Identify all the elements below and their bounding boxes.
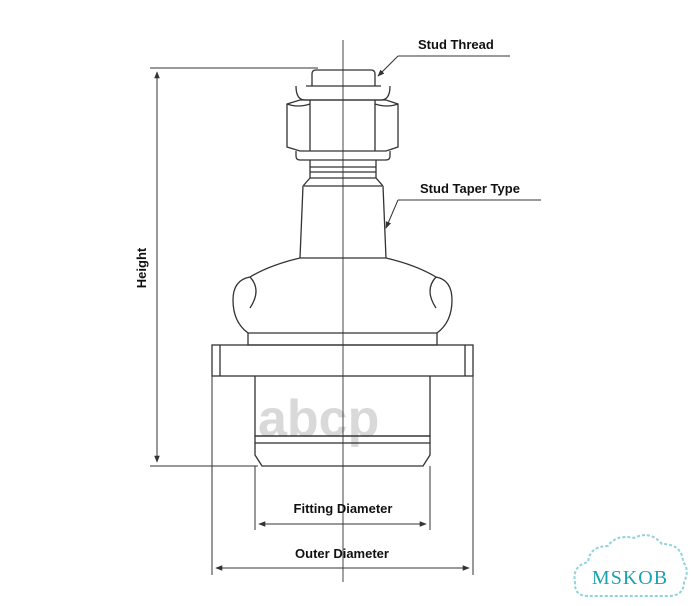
fitting-diameter-dimension <box>254 466 431 530</box>
stud-taper-leader <box>385 199 541 229</box>
badge-text: MSKOB <box>592 567 668 589</box>
mskob-badge: MSKOB <box>573 534 688 597</box>
stud-taper <box>299 185 387 259</box>
rubber-boot <box>232 257 453 346</box>
mount-flange <box>211 344 474 377</box>
outer-diameter-label: Outer Diameter <box>295 546 389 561</box>
stud-thread <box>311 69 376 86</box>
stud-taper-label: Stud Taper Type <box>420 181 520 196</box>
height-dimension <box>150 67 318 467</box>
height-label: Height <box>134 247 149 288</box>
outer-diameter-dimension <box>211 376 474 575</box>
cloud-icon <box>573 534 688 597</box>
watermark-text: abcp <box>258 390 379 448</box>
ball-joint-drawing <box>211 40 474 582</box>
fitting-diameter-label: Fitting Diameter <box>294 501 393 516</box>
housing-bottom <box>254 443 431 467</box>
stud-thread-label: Stud Thread <box>418 37 494 52</box>
stud-thread-leader <box>377 55 510 77</box>
hex-nut <box>286 99 399 152</box>
